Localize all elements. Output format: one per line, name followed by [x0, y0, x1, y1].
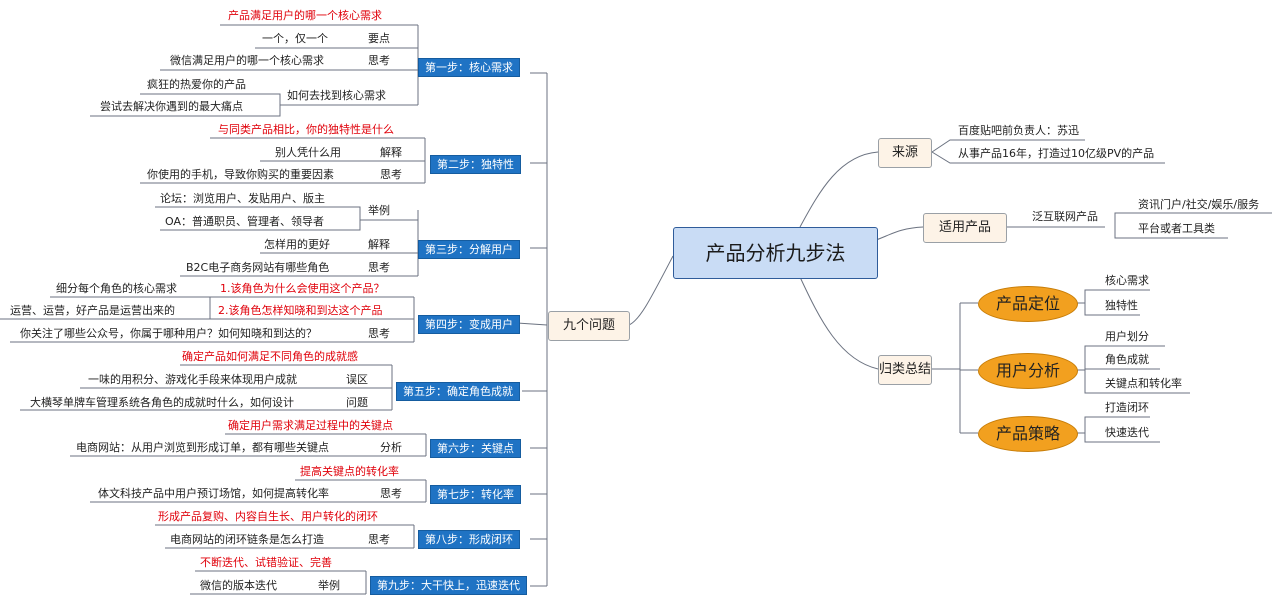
summary-topic[interactable]: 归类总结 — [878, 355, 932, 385]
step-1-howto: 如何去找到核心需求 — [287, 89, 386, 102]
central-topic[interactable]: 产品分析九步法 — [673, 227, 878, 279]
step-8-line: 电商网站的闭环链条是怎么打造 — [170, 533, 324, 546]
step-1-question: 产品满足用户的哪一个核心需求 — [228, 9, 382, 22]
step-3-example: OA：普通职员、管理者、领导者 — [165, 215, 324, 228]
step-5-tag: 问题 — [346, 396, 368, 409]
step-7-tag: 思考 — [380, 487, 402, 500]
nine-questions-topic[interactable]: 九个问题 — [548, 311, 630, 341]
step-7-question: 提高关键点的转化率 — [300, 465, 399, 478]
step-4-line: 你关注了哪些公众号，你属于哪种用户？如何知晓和到达的？ — [20, 327, 317, 340]
summary-item: 快速迭代 — [1105, 426, 1149, 439]
apply-item: 资讯门户/社交/娱乐/服务 — [1138, 198, 1260, 211]
positioning-oval[interactable]: 产品定位 — [978, 286, 1078, 322]
step-9-node[interactable]: 第九步：大干快上，迅速迭代 — [370, 576, 527, 595]
step-7-line: 体文科技产品中用户预订场馆，如何提高转化率 — [98, 487, 329, 500]
step-4-question-1: 1.该角色为什么会使用这个产品？ — [220, 282, 385, 295]
step-3-example: 论坛：浏览用户、发贴用户、版主 — [160, 192, 325, 205]
step-3-tag: 解释 — [368, 238, 390, 251]
step-2-tag: 解释 — [380, 146, 402, 159]
step-4-question-2: 2.该角色怎样知晓和到达这个产品 — [218, 304, 383, 317]
step-1-howto-item: 尝试去解决你遇到的最大痛点 — [100, 100, 243, 113]
apply-topic[interactable]: 适用产品 — [923, 213, 1007, 243]
step-1-howto-item: 疯狂的热爱你的产品 — [147, 78, 246, 91]
step-1-tag: 思考 — [368, 54, 390, 67]
step-8-question: 形成产品复购、内容自生长、用户转化的闭环 — [158, 510, 378, 523]
step-1-line: 微信满足用户的哪一个核心需求 — [170, 54, 324, 67]
source-item: 百度贴吧前负责人：苏迅 — [958, 124, 1079, 137]
summary-item: 打造闭环 — [1105, 401, 1149, 414]
step-3-node[interactable]: 第三步：分解用户 — [418, 240, 520, 259]
step-3-tag: 思考 — [368, 261, 390, 274]
summary-item: 用户划分 — [1105, 330, 1149, 343]
step-2-line: 别人凭什么用 — [275, 146, 341, 159]
step-3-tag: 举例 — [368, 204, 390, 217]
source-item: 从事产品16年，打造过10亿级PV的产品 — [958, 147, 1155, 160]
user-analysis-oval[interactable]: 用户分析 — [978, 353, 1078, 389]
summary-item: 角色成就 — [1105, 353, 1149, 366]
source-topic[interactable]: 来源 — [878, 138, 932, 168]
step-8-node[interactable]: 第八步：形成闭环 — [418, 530, 520, 549]
step-6-tag: 分析 — [380, 441, 402, 454]
step-1-tag: 要点 — [368, 32, 390, 45]
step-4-note-1: 细分每个角色的核心需求 — [56, 282, 177, 295]
step-5-node[interactable]: 第五步：确定角色成就 — [396, 382, 520, 401]
step-6-line: 电商网站：从用户浏览到形成订单，都有哪些关键点 — [76, 441, 329, 454]
apply-item: 平台或者工具类 — [1138, 222, 1215, 235]
step-2-line: 你使用的手机，导致你购买的重要因素 — [147, 168, 334, 181]
step-9-question: 不断迭代、试错验证、完善 — [200, 556, 332, 569]
step-7-node[interactable]: 第七步：转化率 — [430, 485, 521, 504]
step-2-tag: 思考 — [380, 168, 402, 181]
step-8-tag: 思考 — [368, 533, 390, 546]
step-5-tag: 误区 — [346, 373, 368, 386]
step-2-question: 与同类产品相比，你的独特性是什么 — [218, 123, 394, 136]
step-5-line: 大横琴单牌车管理系统各角色的成就时什么，如何设计 — [30, 396, 294, 409]
strategy-oval[interactable]: 产品策略 — [978, 416, 1078, 452]
step-4-node[interactable]: 第四步：变成用户 — [418, 315, 520, 334]
step-2-node[interactable]: 第二步：独特性 — [430, 155, 521, 174]
summary-item: 独特性 — [1105, 299, 1138, 312]
step-5-line: 一味的用积分、游戏化手段来体现用户成就 — [88, 373, 297, 386]
step-4-tag: 思考 — [368, 327, 390, 340]
step-3-line: B2C电子商务网站有哪些角色 — [186, 261, 330, 274]
summary-item: 关键点和转化率 — [1105, 377, 1182, 390]
step-6-node[interactable]: 第六步：关键点 — [430, 439, 521, 458]
apply-sub: 泛互联网产品 — [1032, 210, 1098, 223]
step-5-question: 确定产品如何满足不同角色的成就感 — [182, 350, 358, 363]
step-1-line: 一个，仅一个 — [262, 32, 328, 45]
summary-item: 核心需求 — [1105, 274, 1149, 287]
step-3-line: 怎样用的更好 — [264, 238, 330, 251]
step-9-line: 微信的版本迭代 — [200, 579, 277, 592]
step-6-question: 确定用户需求满足过程中的关键点 — [228, 419, 393, 432]
step-4-note-2: 运营、运营，好产品是运营出来的 — [10, 304, 175, 317]
step-1-node[interactable]: 第一步：核心需求 — [418, 58, 520, 77]
step-9-tag: 举例 — [318, 579, 340, 592]
